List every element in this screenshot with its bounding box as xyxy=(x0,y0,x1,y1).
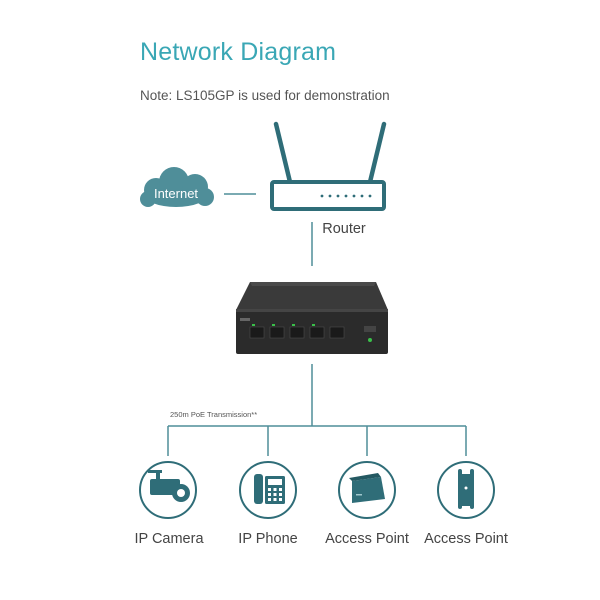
access-point-label-2: Access Point xyxy=(424,531,508,547)
access-point-icon xyxy=(338,461,396,519)
access-point-label-1: Access Point xyxy=(325,531,409,547)
transmission-note: 250m PoE Transmission** xyxy=(170,410,258,419)
router-icon xyxy=(270,121,387,211)
router-label: Router xyxy=(322,221,366,237)
diagram-note: Note: LS105GP is used for demonstration xyxy=(140,88,390,103)
phone-icon xyxy=(239,461,297,519)
ip-camera-label: IP Camera xyxy=(134,531,204,547)
internet-label: Internet xyxy=(153,186,199,201)
camera-icon xyxy=(139,461,197,519)
switch-device-links xyxy=(167,364,467,456)
ip-phone-label: IP Phone xyxy=(238,531,298,547)
cloud-icon xyxy=(140,167,214,207)
switch-icon xyxy=(236,282,388,354)
outdoor-antenna-icon xyxy=(437,461,495,519)
diagram-title: Network Diagram xyxy=(140,38,337,66)
